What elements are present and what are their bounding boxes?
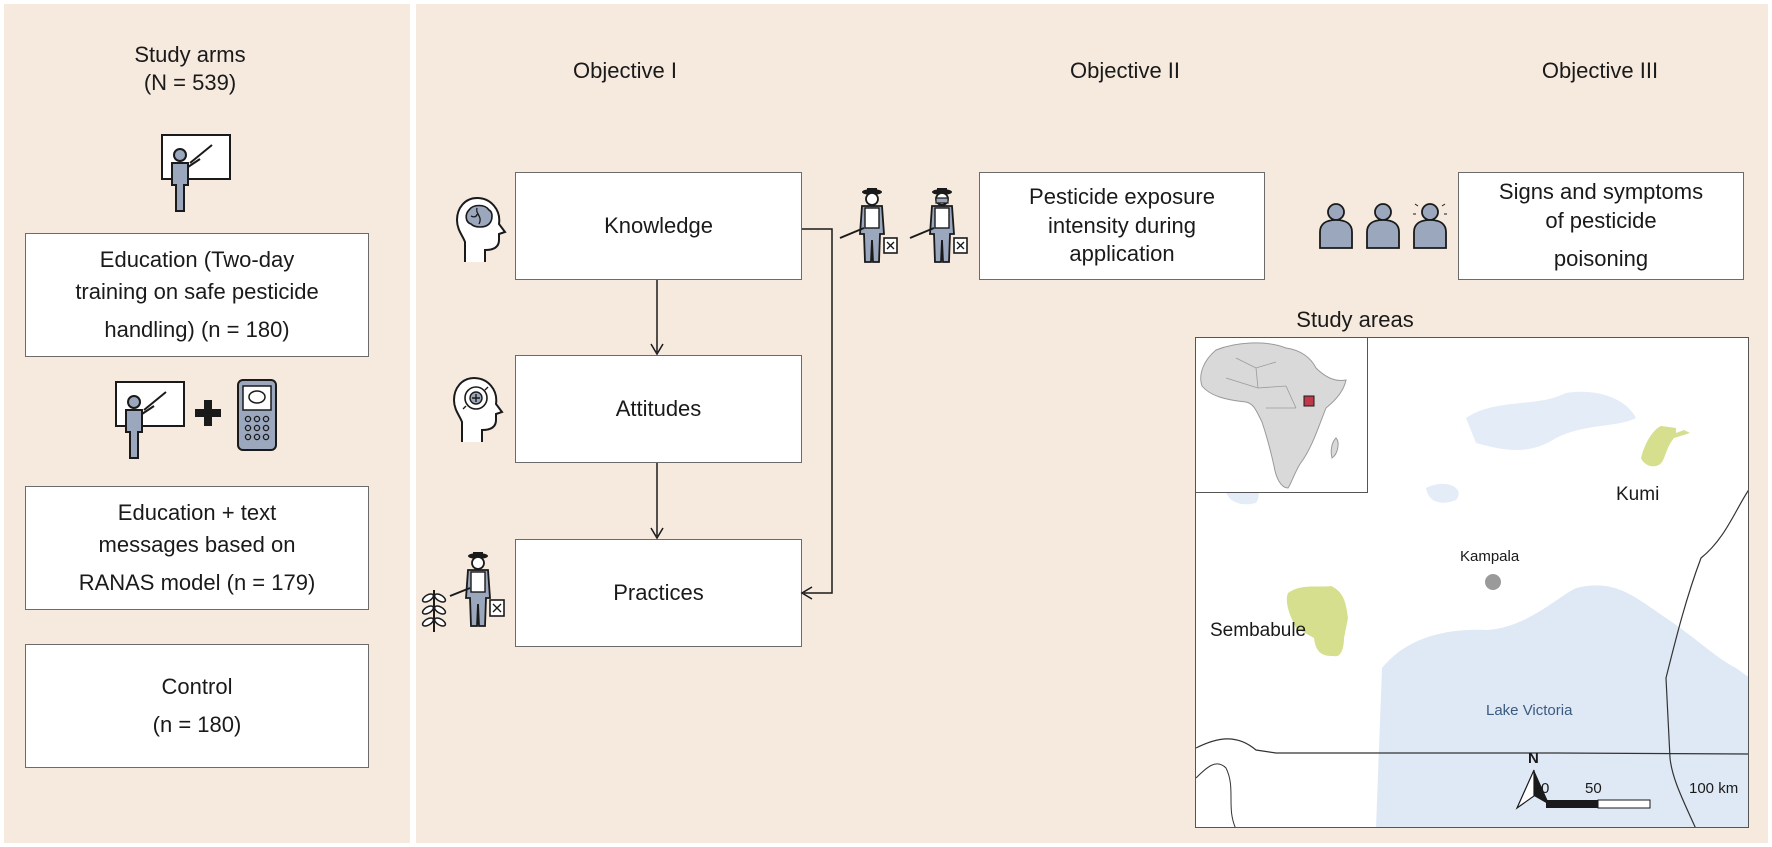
control-arm-line: Control — [161, 674, 233, 700]
control-arm-line: (n = 180) — [152, 712, 242, 737]
education-text-arm-line: RANAS model (n = 179) — [78, 569, 316, 595]
education-arm-line: Education (Two-day — [99, 247, 295, 273]
study-area-map: Kumi Kampala Sembabule Lake Victoria N 0… — [1195, 337, 1749, 828]
kampala-label: Kampala — [1460, 548, 1520, 565]
knowledge-box: Knowledge — [515, 172, 802, 280]
africa-inset-drawing — [1200, 342, 1347, 489]
map-drawing — [1196, 391, 1748, 827]
study-arms-label: Study arms — [134, 42, 246, 67]
symptoms-line: poisoning — [1553, 246, 1649, 272]
north-arrow — [1534, 770, 1551, 808]
objective-1-heading: Objective I — [573, 58, 677, 83]
scale-label-100: 100 km — [1689, 780, 1739, 797]
africa-inset — [1196, 338, 1368, 493]
study-arms-title: Study arms (N = 539) — [90, 42, 290, 96]
symptoms-line: of pesticide — [1545, 207, 1657, 233]
sembabule-label: Sembabule — [1210, 620, 1307, 641]
study-arms-total: (N = 539) — [143, 70, 237, 95]
exposure-line: Pesticide exposure — [1029, 184, 1215, 210]
head-mind-icon — [452, 376, 504, 442]
kumi-label: Kumi — [1616, 484, 1660, 505]
scale-label-50: 50 — [1585, 780, 1602, 797]
uganda-inset-marker — [1303, 395, 1315, 407]
attitudes-box: Attitudes — [515, 355, 802, 463]
exposure-box: Pesticide exposure intensity during appl… — [979, 172, 1265, 280]
lake-victoria-label: Lake Victoria — [1486, 702, 1573, 719]
teacher-board-icon — [161, 134, 231, 212]
education-text-arm-line: messages based on — [98, 532, 296, 558]
scale-bar-black — [1546, 800, 1598, 808]
people-group-icon — [1319, 203, 1447, 249]
kampala-marker — [1485, 574, 1501, 590]
lake-kyoga-shape — [1466, 391, 1636, 450]
exposure-line: intensity during — [1048, 212, 1196, 238]
education-arm-box: Education (Two-day training on safe pest… — [25, 233, 369, 357]
symptoms-line: Signs and symptoms — [1498, 179, 1704, 205]
practices-label: Practices — [613, 580, 704, 606]
lake-victoria-shape — [1376, 585, 1748, 827]
education-text-arm-box: Education + text messages based on RANAS… — [25, 486, 369, 610]
teacher-board-icon — [115, 381, 185, 459]
knowledge-practices-arrow — [802, 228, 833, 594]
objective-2-heading: Objective II — [1069, 58, 1181, 83]
mobile-phone-icon — [237, 379, 277, 451]
scale-label-0: 0 — [1541, 780, 1550, 797]
farmer-sprayer-icon — [909, 188, 968, 263]
north-label: N — [1528, 750, 1539, 767]
farmer-sprayer-icon — [839, 188, 898, 263]
objective-3-heading: Objective III — [1541, 58, 1659, 83]
control-arm-box: Control (n = 180) — [25, 644, 369, 768]
scale-bar-white — [1597, 799, 1651, 809]
country-border-east — [1665, 489, 1748, 827]
education-arm-line: handling) (n = 180) — [104, 316, 290, 342]
kumi-district-shape — [1641, 426, 1690, 467]
education-arm-line: training on safe pesticide — [75, 279, 319, 305]
africa-shape — [1200, 342, 1347, 489]
practices-box: Practices — [515, 539, 802, 647]
attitudes-label: Attitudes — [615, 396, 702, 422]
head-brain-icon — [455, 196, 507, 262]
sembabule-district-shape — [1286, 586, 1348, 657]
study-areas-title: Study areas — [1296, 307, 1414, 332]
education-text-arm-line: Education + text — [117, 500, 277, 526]
farmer-sprayer-icon — [449, 552, 505, 627]
plus-icon — [195, 400, 221, 426]
country-border — [1196, 738, 1748, 755]
exposure-line: application — [1069, 241, 1175, 267]
symptoms-box: Signs and symptoms of pesticide poisonin… — [1458, 172, 1744, 280]
plant-icon — [421, 590, 447, 632]
knowledge-label: Knowledge — [604, 213, 713, 239]
